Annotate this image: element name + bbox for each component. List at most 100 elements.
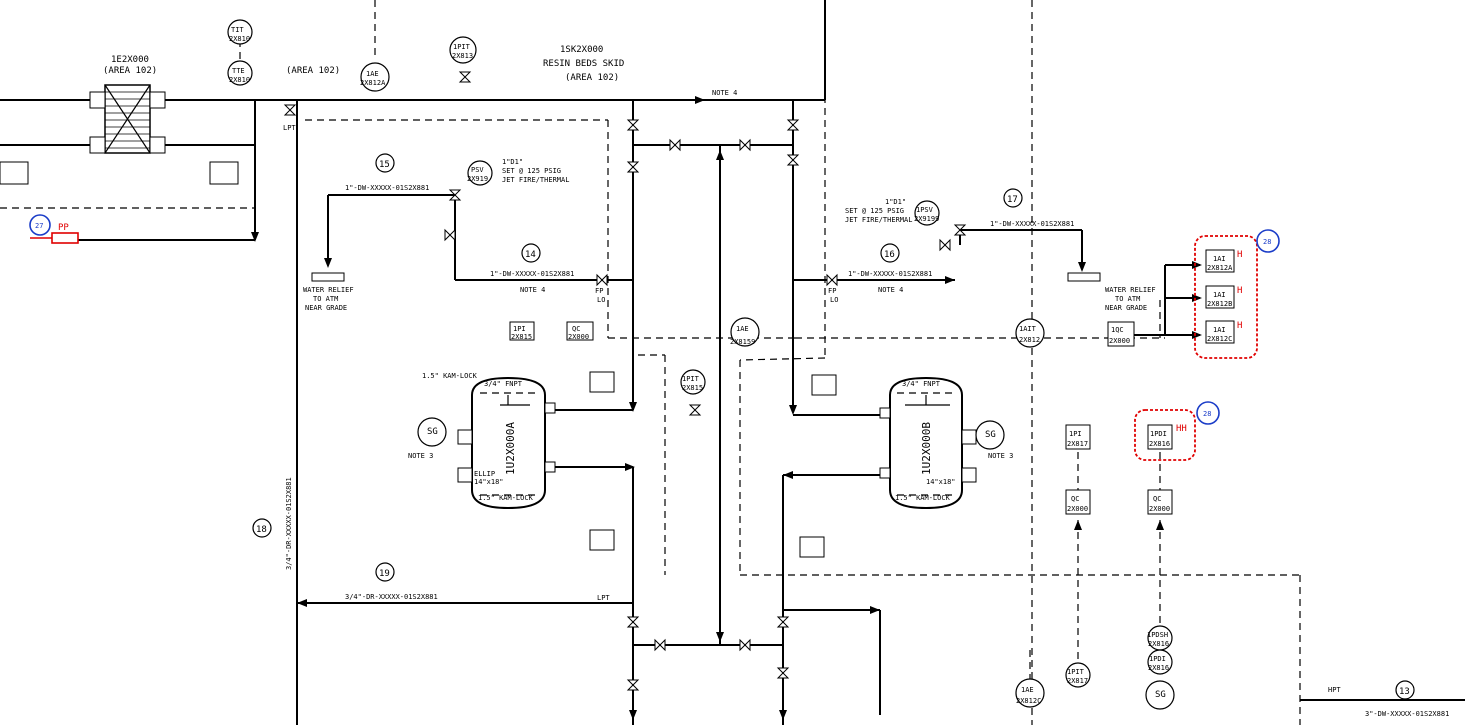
relief-text: NEAR GRADE [1105,304,1147,312]
skid-area: (AREA 102) [565,73,619,83]
manway-label: 14"x18" [926,478,956,486]
heat-exchanger [89,84,200,154]
instrument-func: QC [572,325,580,333]
alarm-high-label: H [1237,286,1242,296]
area-label: (AREA 102) [286,66,340,76]
instrument-num: 2X8159 [730,338,755,346]
pp-label: PP [58,223,69,233]
instrument-func: 1PI [513,325,526,333]
psv-text: SET @ 125 PSIG [845,207,904,215]
instrument-func: 1AI [1213,326,1226,334]
exchanger-tag: 1E2X000 [111,55,149,65]
instrument-func: PSV [471,166,484,174]
line-number: 3/4"-DR-XXXXX-01S2X881 [285,477,293,570]
kamlock-label: 1.5" KAM-LOCK [422,372,478,380]
instrument-num: 2X812A [1207,264,1233,272]
instrument-func: 1PDSH [1147,631,1168,639]
sight-glass-a: SG [427,427,438,437]
instrument-func: 1PIT [453,43,471,51]
instrument-func: TTE [232,67,245,75]
line-bubble-number: 16 [884,250,895,260]
line-bubble-number: 15 [379,160,390,170]
relief-text: TO ATM [1115,295,1140,303]
instrument-num: 2X813 [452,52,473,60]
instrument-bubbles [227,19,1175,710]
instrument-func: 1PIT [682,375,700,383]
instrument-func: QC [1071,495,1079,503]
kamlock-label: 1.5" KAM-LOCK [478,494,534,502]
flow-arrows [251,96,1202,720]
lo-label: LO [830,296,838,304]
note-label: NOTE 3 [408,452,433,460]
vessel-b [879,376,977,510]
line-number: 1"-DW-XXXXX-01S2X881 [490,270,574,278]
skid-name: RESIN BEDS SKID [543,59,624,69]
psv-set-a: 1"D1" SET @ 125 PSIG JET FIRE/THERMAL [502,158,569,184]
vessel-a [457,376,556,510]
revision-number: 27 [35,222,43,230]
instrument-num: 2X812B [1207,300,1232,308]
revision-number: 28 [1203,410,1211,418]
instrument-num: 2X816 [1149,440,1170,448]
instrument-num: 2X812C [1016,697,1041,705]
nozzle-label: 3/4" FNPT [902,380,941,388]
instrument-num: 2X815 [511,333,532,341]
psv-text: 1"D1" [885,198,906,206]
line-bubble-labels: 15 14 16 17 18 19 13 [256,160,1410,697]
line-number: 3"-DW-XXXXX-01S2X881 [1365,710,1449,718]
revision-cloud-pdi [1134,409,1196,461]
sight-glass-b: SG [985,430,996,440]
psv-text: JET FIRE/THERMAL [502,176,569,184]
instrument-num: 2X000 [568,333,589,341]
note-label: NOTE 4 [520,286,545,294]
instrument-func: 1AE [736,325,749,333]
note-label: NOTE 4 [878,286,903,294]
relief-text: TO ATM [313,295,338,303]
instrument-num: 2X000 [1149,505,1170,513]
fp-label: FP [828,287,836,295]
line-bubble-number: 17 [1007,195,1018,205]
instrument-num: 2X816 [1148,664,1169,672]
instrument-func: 1AE [366,70,379,78]
line-number: 1"-DW-XXXXX-01S2X881 [848,270,932,278]
instrument-func: 1AE [1021,686,1034,694]
psv-text: 1"D1" [502,158,523,166]
lo-label: LO [597,296,605,304]
instrument-labels: TIT 2X810 TTE 2X810 1AE 2X812A 1PIT 2X81… [229,26,1169,705]
psv-text: SET @ 125 PSIG [502,167,561,175]
alarm-high-label: H [1237,321,1242,331]
instrument-func: 1AI [1213,255,1226,263]
manway-label: 14"x18" [474,478,504,486]
instrument-func: 1QC [1111,326,1124,334]
hpt-label: HPT [1328,686,1341,694]
instrument-func: QC [1153,495,1161,503]
instrument-func: TIT [231,26,244,34]
relief-text: WATER RELIEF [1105,286,1156,294]
revision-triangles [29,214,1280,425]
alarm-high-label: H [1237,250,1242,260]
line-bubble-number: 19 [379,569,390,579]
psv-text: JET FIRE/THERMAL [845,216,912,224]
vessel-a-tag: 1U2X000A [504,422,517,475]
instrument-num: 2X817 [1067,440,1088,448]
psv-set-b: 1"D1" SET @ 125 PSIG JET FIRE/THERMAL [845,198,912,224]
instrument-func: 1PDI [1150,430,1167,438]
lpt-label: LPT [283,124,296,132]
instrument-func: 1PI [1069,430,1082,438]
instrument-func: 1PDI [1149,655,1166,663]
instrument-num: 2X000 [1067,505,1088,513]
instrument-num: 2X810 [229,76,250,84]
fp-label: FP [595,287,603,295]
instrument-num: 2X9199 [914,215,939,223]
instrument-num: 2X812C [1207,335,1232,343]
line-bubble-number: 18 [256,525,267,535]
note-label: NOTE 4 [712,89,737,97]
display-boxes [0,161,1235,558]
instrument-func: 1AIT [1019,325,1037,333]
sight-glass-c: SG [1155,690,1166,700]
instrument-num: 2X810 [229,35,250,43]
revision-cloud-alarms [1194,235,1258,359]
alarm-highhigh-label: HH [1176,424,1187,434]
